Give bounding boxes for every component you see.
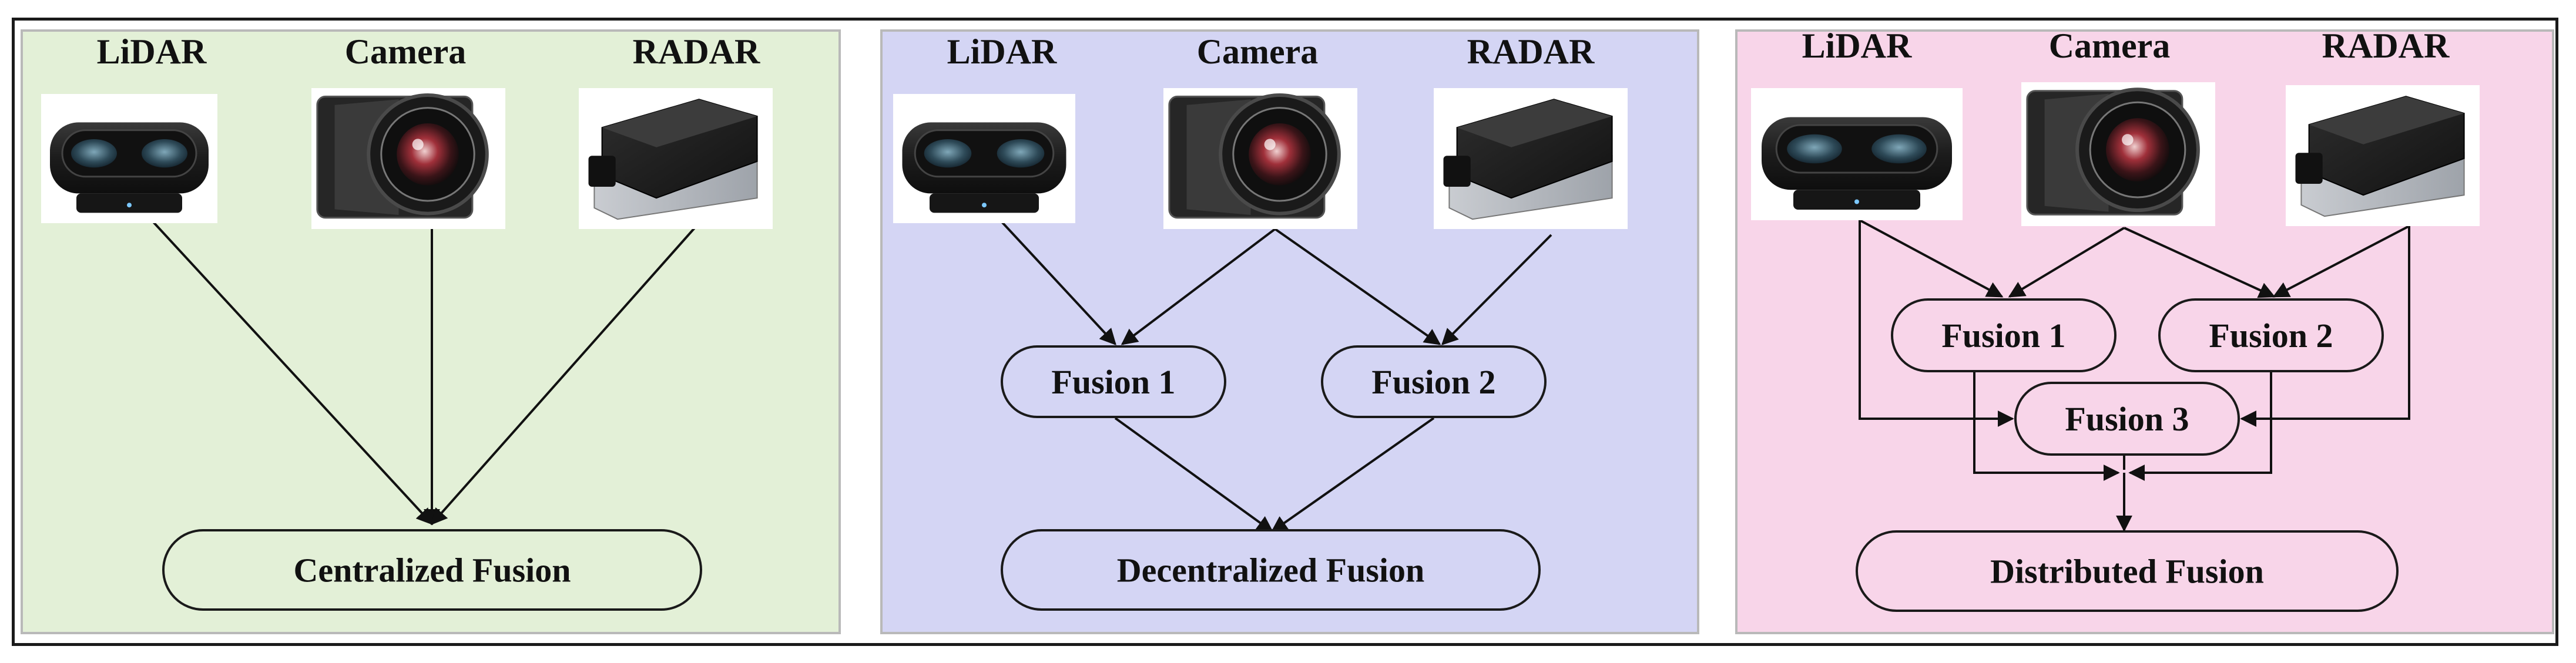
distributed-edge-1 (1859, 219, 2004, 298)
distributed-final-fusion-node: Distributed Fusion (1856, 530, 2399, 612)
centralized-final-fusion-node: Centralized Fusion (162, 529, 702, 611)
decentralized-edge-4 (1441, 234, 1552, 345)
distributed-edge-2 (2008, 227, 2125, 298)
decentralized-sensor-label-radar: RADAR (1467, 32, 1595, 71)
decentralized-edge-1 (1001, 221, 1116, 346)
centralized-sensor-label-radar: RADAR (633, 32, 760, 71)
distributed-fusion-node-label-2: Fusion 2 (2209, 317, 2333, 355)
decentralized-fusion-node-1: Fusion 1 (1001, 345, 1226, 418)
distributed-fusion-node-2: Fusion 2 (2158, 298, 2384, 372)
centralized-sensor-label-lidar: LiDAR (97, 32, 207, 71)
distributed-fusion-node-label-3: Fusion 3 (2065, 400, 2189, 438)
decentralized-fusion-node-label-1: Fusion 1 (1051, 363, 1175, 401)
decentralized-sensor-label-camera: Camera (1197, 32, 1319, 71)
distributed-edge-4 (2272, 225, 2410, 298)
distributed-edge-7 (1973, 372, 2120, 481)
decentralized-edge-5 (1114, 417, 1274, 533)
centralized-camera-sensor-icon (311, 88, 505, 229)
centralized-edge-3 (431, 225, 697, 526)
centralized-final-fusion-label: Centralized Fusion (293, 551, 571, 590)
decentralized-fusion-node-2: Fusion 2 (1321, 345, 1547, 418)
distributed-lidar-sensor-icon (1751, 88, 1963, 220)
distributed-sensor-label-radar: RADAR (2322, 26, 2450, 65)
decentralized-lidar-sensor-icon (893, 94, 1075, 223)
centralized-radar-sensor-icon (579, 88, 773, 229)
decentralized-radar-sensor-icon (1434, 88, 1628, 229)
decentralized-camera-sensor-icon (1163, 88, 1357, 229)
decentralized-edge-3 (1274, 228, 1441, 345)
centralized-edge-1 (150, 219, 433, 526)
distributed-edge-6 (2240, 226, 2410, 427)
decentralized-final-fusion-label: Decentralized Fusion (1117, 551, 1425, 590)
distributed-camera-sensor-icon (2021, 82, 2215, 226)
decentralized-edge-2 (1121, 228, 1276, 345)
distributed-radar-sensor-icon (2286, 85, 2480, 226)
centralized-sensor-label-camera: Camera (345, 32, 467, 71)
distributed-fusion-node-1: Fusion 1 (1891, 298, 2117, 372)
decentralized-final-fusion-node: Decentralized Fusion (1001, 529, 1541, 611)
decentralized-sensor-label-lidar: LiDAR (947, 32, 1057, 71)
decentralized-fusion-node-label-2: Fusion 2 (1371, 363, 1495, 401)
distributed-fusion-node-label-1: Fusion 1 (1941, 317, 2065, 355)
distributed-edge-5 (1859, 220, 2014, 427)
distributed-final-fusion-label: Distributed Fusion (1990, 553, 2264, 591)
distributed-edge-8 (2128, 372, 2272, 481)
distributed-sensor-label-camera: Camera (2049, 26, 2171, 65)
distributed-fusion-node-3: Fusion 3 (2014, 382, 2240, 456)
centralized-lidar-sensor-icon (41, 94, 217, 223)
distributed-sensor-label-lidar: LiDAR (1802, 26, 1912, 65)
decentralized-edge-6 (1270, 417, 1435, 533)
distributed-edge-3 (2124, 227, 2276, 298)
